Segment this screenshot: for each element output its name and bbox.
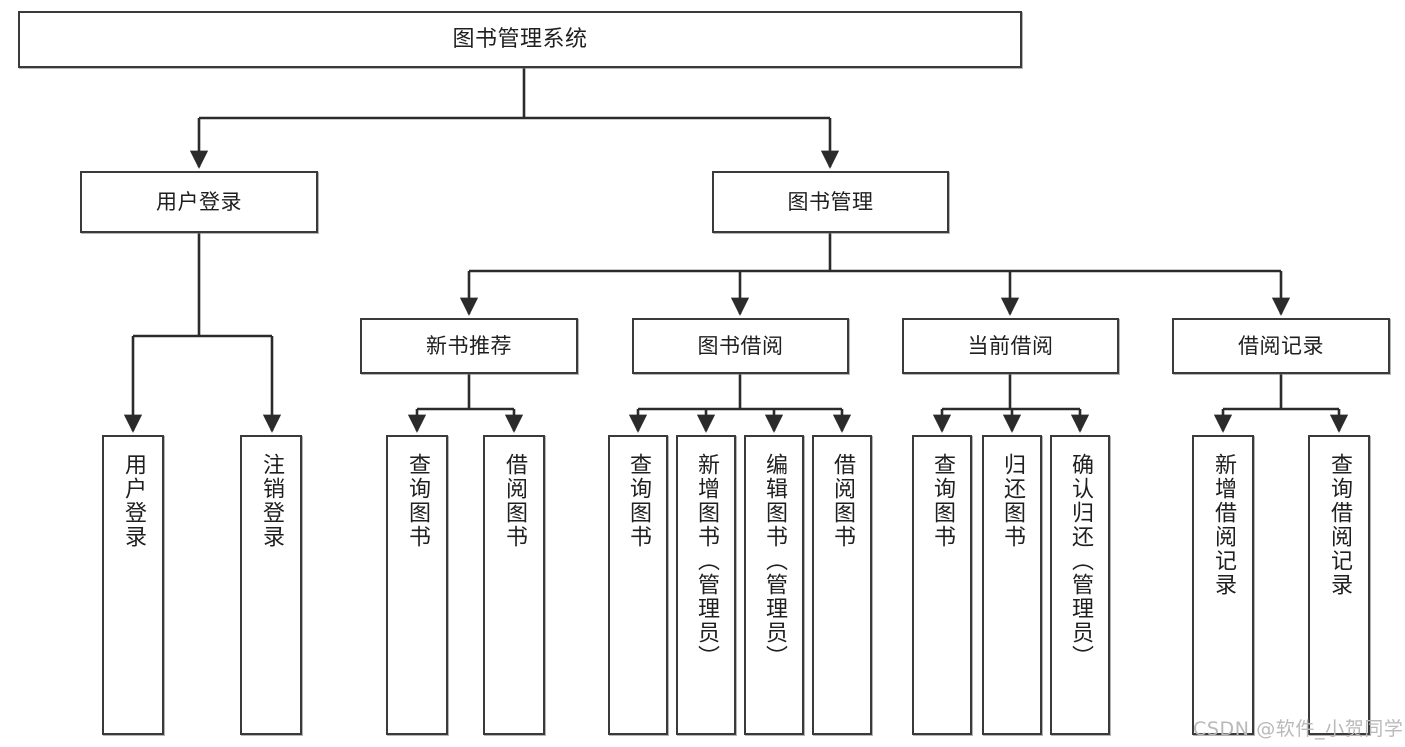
node-leaf-user-login-label: 用户登录 [120,453,146,549]
node-user-login[interactable]: 用户登录 [80,171,318,233]
node-borrow-record-label: 借阅记录 [1238,333,1324,358]
node-leaf-query-book-1[interactable]: 查询图书 [386,435,448,735]
node-book-borrow-label: 图书借阅 [697,333,784,358]
node-leaf-add-record-label: 新增借阅记录 [1210,453,1236,597]
node-leaf-logout-label: 注销登录 [258,453,284,549]
node-book-manage[interactable]: 图书管理 [712,171,949,233]
node-leaf-query-book-2[interactable]: 查询图书 [608,435,668,735]
node-leaf-return-book[interactable]: 归还图书 [982,435,1042,735]
node-book-borrow[interactable]: 图书借阅 [632,318,849,374]
node-leaf-borrow-book-1[interactable]: 借阅图书 [483,435,545,735]
node-current-borrow-label: 当前借阅 [967,333,1054,358]
node-book-manage-label: 图书管理 [787,189,874,214]
node-leaf-query-record[interactable]: 查询借阅记录 [1308,435,1370,735]
node-leaf-edit-book[interactable]: 编辑图书（管理员） [744,435,804,735]
node-leaf-confirm-return[interactable]: 确认归还（管理员） [1050,435,1110,735]
node-leaf-query-book-3-label: 查询图书 [929,453,955,549]
node-leaf-query-book-3[interactable]: 查询图书 [912,435,972,735]
node-leaf-query-book-1-label: 查询图书 [404,453,430,549]
node-leaf-query-record-label: 查询借阅记录 [1326,453,1352,597]
node-leaf-add-record[interactable]: 新增借阅记录 [1192,435,1254,735]
node-leaf-add-book-label: 新增图书（管理员） [693,453,719,669]
node-leaf-confirm-return-label: 确认归还（管理员） [1067,453,1093,669]
node-borrow-record[interactable]: 借阅记录 [1172,318,1390,374]
node-leaf-add-book[interactable]: 新增图书（管理员） [676,435,736,735]
node-leaf-borrow-book-2[interactable]: 借阅图书 [812,435,872,735]
node-current-borrow[interactable]: 当前借阅 [902,318,1119,374]
node-leaf-borrow-book-2-label: 借阅图书 [829,453,855,549]
csdn-watermark: CSDN @软件_小贺同学 [1193,718,1404,740]
node-leaf-return-book-label: 归还图书 [999,453,1025,549]
node-leaf-user-login[interactable]: 用户登录 [102,435,164,735]
node-leaf-edit-book-label: 编辑图书（管理员） [761,453,787,669]
node-leaf-logout[interactable]: 注销登录 [240,435,302,735]
node-leaf-query-book-2-label: 查询图书 [625,453,651,549]
node-user-login-label: 用户登录 [156,189,242,214]
node-new-book-recommend[interactable]: 新书推荐 [360,318,578,374]
node-root-label: 图书管理系统 [452,26,588,52]
node-new-book-recommend-label: 新书推荐 [426,333,512,358]
node-leaf-borrow-book-1-label: 借阅图书 [501,453,527,549]
node-root[interactable]: 图书管理系统 [18,11,1022,68]
